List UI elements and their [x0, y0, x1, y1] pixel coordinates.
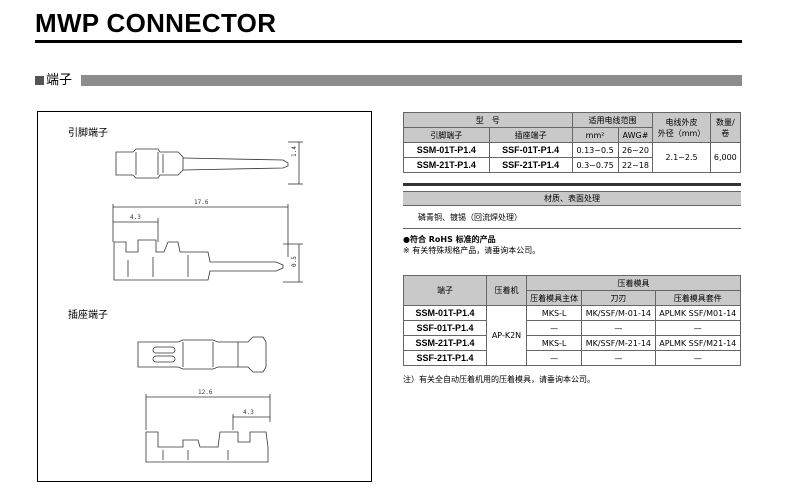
- cell-blade: —: [581, 320, 656, 336]
- socket-terminal-label: 插座端子: [68, 310, 108, 321]
- material-value: 磷青铜、镀锡（回流焊处理）: [0, 212, 800, 223]
- cell-pin: SSM-21T-P1.4: [403, 157, 490, 173]
- cell-blade: MK/SSF/M-01-14: [581, 305, 656, 321]
- cell-kit: APLMK SSF/M21-14: [654, 335, 741, 351]
- material-divider: [403, 228, 741, 229]
- cell-kit: APLMK SSF/M01-14: [654, 305, 741, 321]
- header-outer-diameter: 电线外皮 外径（mm）: [652, 112, 711, 143]
- cell-blade: MK/SSF/M-21-14: [581, 335, 656, 351]
- terminal-drawings: 1.4 17.6 4.3 0.5 12.6 4.3: [112, 141, 303, 463]
- cell-body: MKS-L: [525, 305, 583, 321]
- dim-width: 1.4: [291, 146, 298, 157]
- material-header: 材质、表面处理: [403, 191, 741, 206]
- subheader-socket: 插座端子: [488, 127, 573, 143]
- cell-body: —: [525, 350, 583, 366]
- subheader-mm2: mm²: [571, 127, 619, 143]
- header-model: 型 号: [403, 112, 573, 128]
- page-title: MWP CONNECTOR: [35, 8, 277, 38]
- cell-body: MKS-L: [525, 335, 583, 351]
- cell-pin: SSM-01T-P1.4: [403, 142, 490, 158]
- cell-body: —: [525, 320, 583, 336]
- crimp-table: 端子 压着机 压着模具 压着模具主体 刀刃 压着模具套件 SSM-01T-P1.…: [403, 275, 741, 366]
- cell-awg: 22~18: [617, 157, 654, 173]
- pin-terminal-label: 引脚端子: [68, 128, 108, 139]
- cell-terminal: SSM-21T-P1.4: [403, 335, 487, 351]
- section-bar: [81, 75, 742, 86]
- title-rule: [35, 40, 742, 43]
- footnote: 注）有关全自动压着机用的压着模具，请垂询本公司。: [403, 375, 595, 384]
- pin-terminal-top-view: [112, 204, 303, 283]
- cell-awg: 26~20: [617, 142, 654, 158]
- rohs-note: ●符合 RoHS 标准的产品: [403, 235, 496, 244]
- cell-blade: —: [581, 350, 656, 366]
- socket-terminal-top-view: [145, 394, 271, 463]
- table-row: SSF-01T-P1.4 — — —: [403, 320, 741, 336]
- cell-terminal: SSF-21T-P1.4: [403, 350, 487, 366]
- dim-offset: 4.3: [130, 214, 141, 221]
- pin-terminal-side-view: [115, 141, 303, 185]
- table-row: SSF-21T-P1.4 — — —: [403, 350, 741, 366]
- cell-mm2: 0.13~0.5: [571, 142, 619, 158]
- table-row: SSM-01T-P1.4 SSF-01T-P1.4 0.13~0.5 26~20…: [403, 142, 742, 173]
- section-square-icon: [35, 76, 44, 85]
- subheader-kit: 压着模具套件: [654, 290, 741, 306]
- cell-terminal: SSM-01T-P1.4: [403, 305, 487, 321]
- cell-crimper: AP-K2N: [486, 305, 527, 366]
- cell-diameter: 2.1~2.5: [652, 142, 711, 173]
- cell-terminal: SSF-01T-P1.4: [403, 320, 487, 336]
- dim-length: 17.6: [194, 199, 209, 206]
- section-label: 端子: [46, 73, 73, 88]
- dim-thickness: 0.5: [291, 256, 298, 267]
- header-qty: 数量/ 卷: [709, 112, 742, 143]
- cell-qty: 6,000: [709, 142, 742, 173]
- dim-socket-offset: 4.3: [243, 409, 254, 416]
- cell-socket: SSF-21T-P1.4: [488, 157, 573, 173]
- socket-terminal-side-view: [137, 336, 267, 373]
- table-row: SSM-21T-P1.4 MKS-L MK/SSF/M-21-14 APLMK …: [403, 335, 741, 351]
- spec-table: 型 号 适用电线范围 电线外皮 外径（mm） 数量/ 卷 引脚端子 插座端子 m…: [403, 112, 742, 173]
- header-wire-range: 适用电线范围: [571, 112, 654, 128]
- material-value-text: 磷青铜、镀锡（回流焊处理）: [418, 213, 522, 222]
- header-terminal: 端子: [403, 275, 487, 306]
- header-outer-diameter-line2: 外径（mm）: [657, 128, 706, 138]
- rohs-subnote: ※ 有关特殊规格产品，请垂询本公司。: [403, 246, 541, 255]
- cell-mm2: 0.3~0.75: [571, 157, 619, 173]
- drawing-panel: 引脚端子 插座端子: [37, 111, 372, 482]
- header-die: 压着模具: [526, 275, 741, 291]
- header-outer-diameter-line1: 电线外皮: [665, 117, 698, 127]
- subheader-awg: AWG#: [617, 127, 654, 143]
- subheader-pin: 引脚端子: [403, 127, 490, 143]
- table-row: SSM-21T-P1.4 SSF-21T-P1.4 0.3~0.75 22~18: [403, 157, 741, 173]
- dim-socket-length: 12.6: [198, 389, 213, 396]
- header-crimper: 压着机: [486, 275, 527, 306]
- subheader-die-body: 压着模具主体: [525, 290, 583, 306]
- cell-kit: —: [654, 320, 741, 336]
- table-row: SSM-01T-P1.4 AP-K2N MKS-L MK/SSF/M-01-14…: [403, 305, 741, 366]
- cell-socket: SSF-01T-P1.4: [488, 142, 573, 158]
- header-qty-line2: 卷: [721, 128, 730, 138]
- subheader-blade: 刀刃: [581, 290, 656, 306]
- cell-kit: —: [654, 350, 741, 366]
- table-divider: [403, 183, 741, 186]
- header-qty-line1: 数量/: [715, 117, 735, 127]
